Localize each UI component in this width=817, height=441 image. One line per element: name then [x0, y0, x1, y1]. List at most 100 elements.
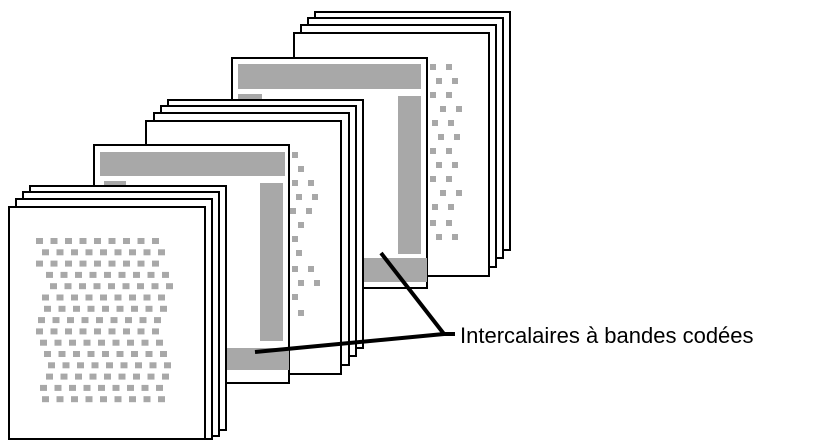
- content-dot: [60, 271, 68, 278]
- content-dot: [116, 351, 124, 357]
- content-dot: [87, 305, 95, 312]
- content-dot: [147, 373, 155, 380]
- content-dot: [112, 339, 120, 346]
- content-dot: [69, 339, 76, 346]
- back-content-dots: [430, 64, 462, 240]
- middle-content-dots: [290, 152, 320, 316]
- content-dot: [102, 305, 109, 312]
- content-dot: [44, 351, 51, 357]
- leader-line-lower: [254, 332, 445, 354]
- content-dot: [46, 271, 53, 278]
- content-dot: [38, 317, 45, 324]
- content-dot: [73, 351, 80, 357]
- content-dot: [145, 305, 153, 312]
- content-dot: [139, 317, 147, 324]
- content-dot: [114, 294, 122, 301]
- front-content-dots: [36, 238, 173, 403]
- content-dot: [114, 396, 122, 403]
- content-dot: [156, 339, 163, 346]
- content-dot: [81, 317, 89, 324]
- content-dot: [108, 328, 116, 335]
- content-dot: [79, 283, 86, 290]
- content-dot: [151, 283, 159, 290]
- content-dot: [87, 351, 95, 357]
- content-dot: [145, 351, 153, 357]
- content-dot: [52, 317, 60, 324]
- content-dot: [58, 305, 66, 312]
- content-dot: [50, 238, 58, 244]
- content-dot: [147, 271, 155, 278]
- content-dot: [166, 283, 173, 290]
- content-dot: [143, 396, 151, 403]
- coded-band-bottom: [226, 348, 289, 370]
- content-dot: [133, 373, 140, 380]
- content-dot: [94, 328, 101, 335]
- content-dot: [131, 305, 138, 312]
- content-dot: [50, 260, 58, 267]
- content-dot: [50, 328, 58, 335]
- content-dot: [79, 238, 87, 244]
- content-dot: [65, 328, 72, 335]
- content-dot: [93, 283, 101, 290]
- content-dot: [106, 362, 113, 369]
- content-dot: [56, 249, 64, 256]
- coded-band-side: [398, 96, 421, 254]
- content-dot: [89, 271, 97, 278]
- content-dot: [127, 339, 134, 346]
- coded-band-top: [238, 64, 421, 89]
- content-dot: [60, 373, 68, 380]
- content-dot: [114, 249, 122, 256]
- content-dot: [149, 362, 157, 369]
- content-dot: [102, 351, 109, 357]
- content-dot: [141, 384, 149, 391]
- content-dot: [64, 283, 72, 290]
- content-dot: [73, 305, 80, 312]
- content-dot: [104, 271, 111, 278]
- content-dot: [158, 249, 165, 256]
- content-dot: [158, 396, 165, 403]
- content-dot: [122, 283, 130, 290]
- content-dot: [48, 362, 55, 369]
- content-dot: [154, 317, 161, 324]
- content-dot: [65, 238, 72, 244]
- content-dot: [108, 238, 116, 244]
- content-dot: [54, 339, 62, 346]
- content-dot: [133, 271, 140, 278]
- content-dot: [65, 260, 72, 267]
- content-dot: [118, 373, 126, 380]
- content-dot: [108, 283, 115, 290]
- content-dot: [36, 238, 43, 244]
- content-dot: [79, 260, 87, 267]
- callout: Intercalaires à bandes codées: [254, 251, 754, 354]
- content-dot: [129, 294, 136, 301]
- content-dot: [42, 396, 49, 403]
- content-dot: [152, 238, 159, 244]
- content-dot: [162, 271, 169, 278]
- content-dot: [152, 328, 159, 335]
- content-dot: [94, 238, 101, 244]
- content-dot: [100, 294, 107, 301]
- separator-sheets-label: Intercalaires à bandes codées: [460, 323, 754, 348]
- content-dot: [71, 294, 78, 301]
- coded-band-top: [100, 152, 285, 176]
- content-dot: [71, 249, 78, 256]
- content-dot: [69, 384, 76, 391]
- content-dot: [123, 328, 130, 335]
- content-dot: [40, 384, 47, 391]
- content-dot: [137, 238, 145, 244]
- content-dot: [160, 305, 167, 312]
- content-dot: [54, 384, 62, 391]
- coded-band-side: [260, 183, 283, 341]
- content-dot: [98, 384, 105, 391]
- content-dot: [100, 396, 107, 403]
- content-dot: [40, 339, 47, 346]
- content-dot: [108, 260, 116, 267]
- content-dot: [129, 249, 136, 256]
- content-dot: [135, 362, 142, 369]
- content-dot: [96, 317, 103, 324]
- content-dot: [156, 384, 163, 391]
- content-dot: [83, 339, 91, 346]
- content-dot: [152, 260, 159, 267]
- content-dot: [62, 362, 70, 369]
- content-dot: [56, 294, 64, 301]
